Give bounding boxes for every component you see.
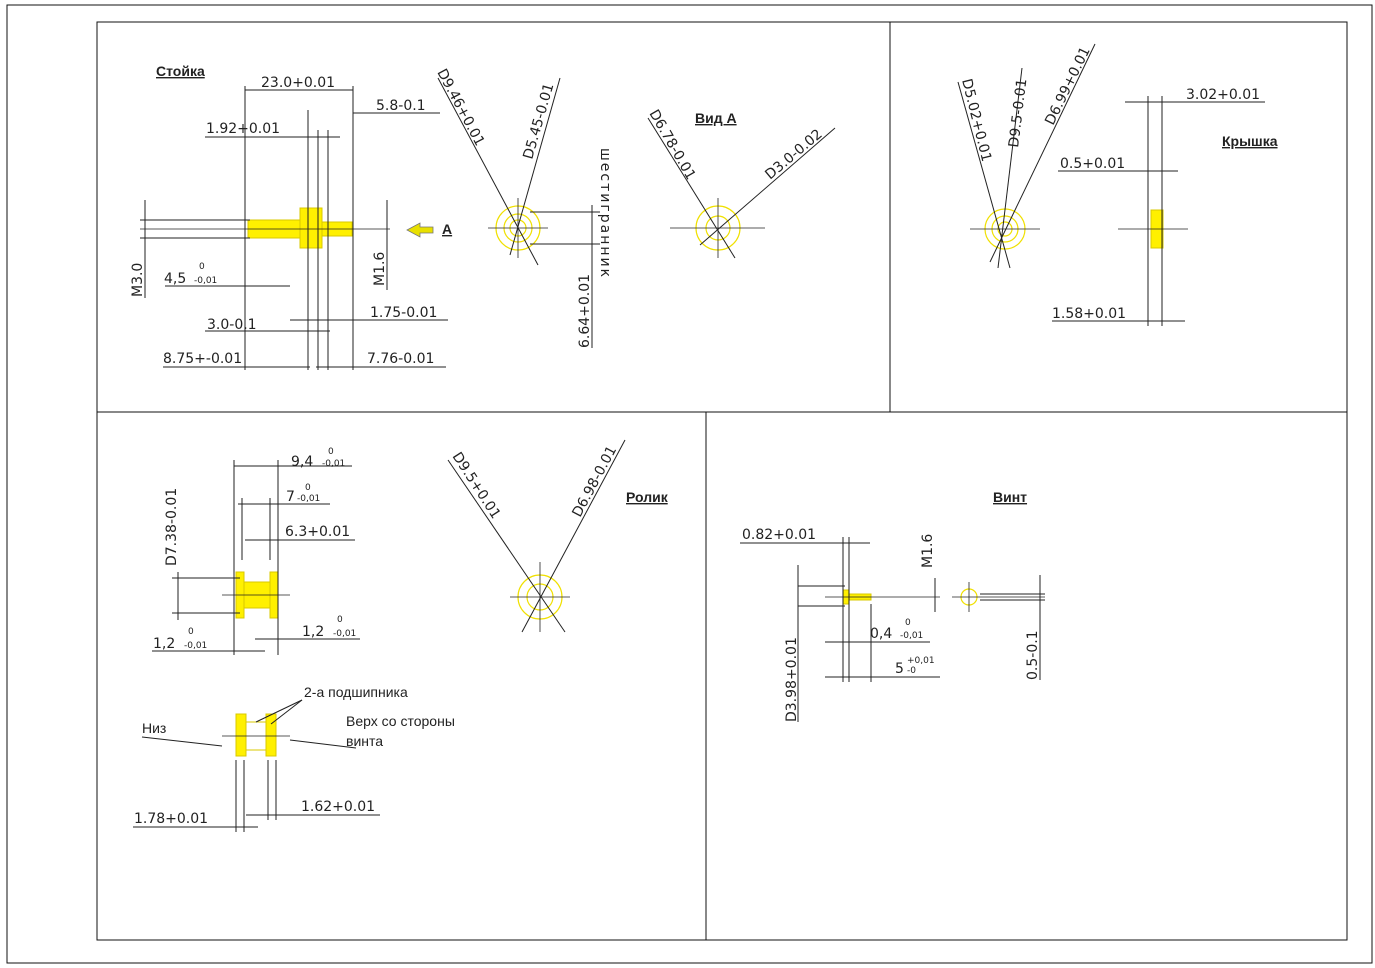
dim-kryshka-6: 1.58+0.01: [1052, 306, 1126, 322]
dim-stoyka-5: 4,5: [164, 271, 186, 287]
title-kryshka: Крышка: [1222, 133, 1278, 149]
bearing-left: [235, 713, 247, 757]
dim-vint-3: 0,4: [870, 626, 892, 642]
note-top-side: Верх со стороны: [346, 713, 455, 729]
inner-border: [96, 21, 1348, 941]
view-arrow-icon: [406, 222, 434, 238]
rolik-view: Ролик 9,4 0 -0,01 7 0 -0,01 6.3+0.01 D7.…: [152, 439, 669, 655]
title-stoyka: Стойка: [156, 63, 205, 79]
rolik-bearings-view: 2-а подшипника Верх со стороны винта Низ…: [133, 684, 455, 832]
stoyka-circle-view: D9.46+0.01 D5.45-0.01 6.64+0.01 шестигра…: [433, 66, 613, 348]
dim-rolik-1-sub: -0,01: [322, 459, 345, 469]
dim-rolik-5: 1,2: [153, 636, 175, 652]
leader-line: [255, 699, 303, 723]
vid-a-view: Вид А D6.78-0.01 D3.0-0.02: [646, 107, 836, 259]
kryshka-view: Крышка D5.02+0.01 D9.5-0.01 D6.99+0.01 3…: [957, 43, 1278, 326]
dim-vida-1: D6.78-0.01: [646, 107, 699, 183]
dim-vint-4: 5: [895, 661, 904, 677]
dim-rolik-10: 1.62+0.01: [301, 799, 375, 815]
dim-rolik-2: 7: [286, 489, 295, 505]
dim-stoyka-10: 7.76-0.01: [367, 351, 434, 367]
leader-line: [437, 77, 539, 266]
dim-vint-4-sub: -0: [907, 666, 916, 676]
dim-rolik-5-sub: -0,01: [184, 641, 207, 651]
dim-rolik-1: 9,4: [291, 454, 313, 470]
dim-stoyka-6: M1.6: [372, 252, 388, 286]
dim-vint-3-sub: -0,01: [900, 631, 923, 641]
outer-border: [6, 4, 1373, 964]
dim-stoyka-7: 3.0-0.1: [207, 317, 257, 333]
dim-vint-5: D3.98+0.01: [784, 637, 800, 722]
leader-line: [509, 77, 561, 256]
dim-stoyka-8: 1.75-0.01: [370, 305, 437, 321]
dim-stoyka-14: шестигранник: [597, 148, 613, 279]
leader-line: [289, 739, 357, 749]
dim-rolik-1-sup: 0: [328, 447, 334, 457]
note-screw: винта: [346, 733, 383, 749]
dim-stoyka-12: D5.45-0.01: [520, 82, 557, 162]
leader-line: [521, 439, 626, 633]
dim-rolik-2-sup: 0: [305, 483, 311, 493]
leader-line: [699, 127, 836, 246]
dim-kryshka-1: D5.02+0.01: [958, 77, 994, 163]
dim-stoyka-9: 8.75+-0.01: [163, 351, 242, 367]
dim-rolik-2-sub: -0,01: [297, 494, 320, 504]
dim-kryshka-3: D6.99+0.01: [1042, 44, 1094, 127]
dim-vint-6: 0.5-0.1: [1025, 630, 1041, 680]
stoyka-view: Стойка 23.0+0.01 5.8-0.1 1.92+0.01 M3.0 …: [130, 63, 452, 370]
dim-stoyka-5-sup: 0: [199, 262, 205, 272]
note-bottom: Низ: [142, 720, 166, 736]
title-vid-a: Вид А: [695, 110, 737, 126]
dim-rolik-5-sup: 0: [188, 627, 194, 637]
dim-stoyka-5-sub: -0,01: [194, 276, 217, 286]
dim-stoyka-2: 5.8-0.1: [376, 98, 426, 114]
bearing-right: [265, 713, 277, 757]
dim-stoyka-4: M3.0: [130, 263, 146, 297]
leader-line: [141, 736, 223, 747]
vint-view: Винт 0.82+0.01 M1.6 D3.98+0.01 0,4 0 -0,…: [740, 489, 1045, 722]
arrow-a-label: А: [442, 221, 452, 237]
dim-stoyka-11: D9.46+0.01: [433, 66, 487, 148]
dim-kryshka-2: D9.5-0.01: [1006, 78, 1030, 149]
leader-line: [647, 117, 736, 259]
leader-line: [447, 459, 566, 633]
leader-line: [989, 43, 1096, 263]
stoyka-collar: [299, 207, 323, 249]
dim-vint-2: M1.6: [920, 534, 936, 568]
dim-rolik-9: 1.78+0.01: [134, 811, 208, 827]
title-vint: Винт: [993, 489, 1027, 505]
dim-rolik-7: D9.5+0.01: [449, 449, 504, 521]
dim-rolik-6: 1,2: [302, 624, 324, 640]
dim-rolik-6-sup: 0: [337, 615, 343, 625]
leader-line: [997, 67, 1023, 269]
dim-rolik-3: 6.3+0.01: [285, 524, 350, 540]
dim-kryshka-4: 3.02+0.01: [1186, 87, 1260, 103]
note-bearings: 2-а подшипника: [304, 684, 408, 700]
dim-stoyka-1: 23.0+0.01: [261, 75, 335, 91]
dim-vida-2: D3.0-0.02: [762, 126, 825, 183]
dim-stoyka-3: 1.92+0.01: [206, 121, 280, 137]
dim-kryshka-5: 0.5+0.01: [1060, 156, 1125, 172]
title-rolik: Ролик: [626, 489, 669, 505]
leader-line: [270, 699, 303, 725]
dim-stoyka-13: 6.64+0.01: [577, 274, 593, 348]
dim-vint-3-sup: 0: [905, 618, 911, 628]
dim-rolik-8: D6.98-0.01: [569, 443, 620, 520]
dim-vint-4-sup: +0,01: [907, 656, 935, 666]
dim-vint-1: 0.82+0.01: [742, 527, 816, 543]
dim-rolik-6-sub: -0,01: [333, 629, 356, 639]
dim-rolik-4: D7.38-0.01: [164, 488, 180, 566]
